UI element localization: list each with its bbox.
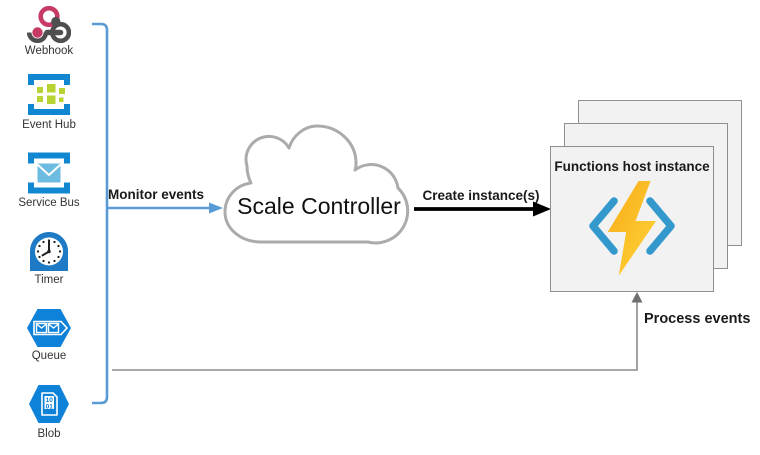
source-label: Webhook — [24, 45, 74, 57]
blob-icon: 10 01 — [29, 385, 69, 423]
sources-bracket — [92, 22, 109, 405]
create-instances-arrow — [414, 201, 551, 217]
monitor-events-label: Monitor events — [107, 187, 204, 202]
source-label: Timer — [34, 274, 64, 286]
service-bus-icon — [28, 152, 70, 194]
source-service-bus: Service Bus — [11, 151, 87, 210]
source-event-hub: Event Hub — [11, 72, 87, 132]
source-timer: Timer — [11, 230, 87, 287]
azure-functions-icon — [589, 180, 675, 280]
source-label: Queue — [31, 350, 67, 362]
source-blob: 10 01 Blob — [11, 384, 87, 441]
create-instances-label: Create instance(s) — [422, 188, 540, 203]
scale-controller-label: Scale Controller — [237, 193, 401, 219]
host-instance-box-1: Functions host instance — [550, 146, 714, 292]
blob-icon-text-line1: 10 — [46, 397, 54, 404]
webhook-icon — [27, 5, 71, 43]
source-webhook: Webhook — [11, 5, 87, 58]
process-events-connector — [112, 292, 643, 371]
timer-icon — [30, 232, 68, 271]
process-events-label: Process events — [644, 311, 751, 327]
monitor-events-arrow — [107, 202, 223, 214]
functions-host-title: Functions host instance — [554, 159, 710, 174]
source-label: Event Hub — [22, 119, 76, 131]
queue-icon — [27, 309, 71, 347]
source-label: Blob — [37, 428, 61, 440]
scale-controller-cloud — [223, 124, 410, 245]
event-hub-icon — [28, 74, 70, 115]
blob-icon-text-line2: 01 — [46, 403, 54, 410]
source-label: Service Bus — [18, 197, 80, 209]
source-queue: Queue — [11, 308, 87, 363]
